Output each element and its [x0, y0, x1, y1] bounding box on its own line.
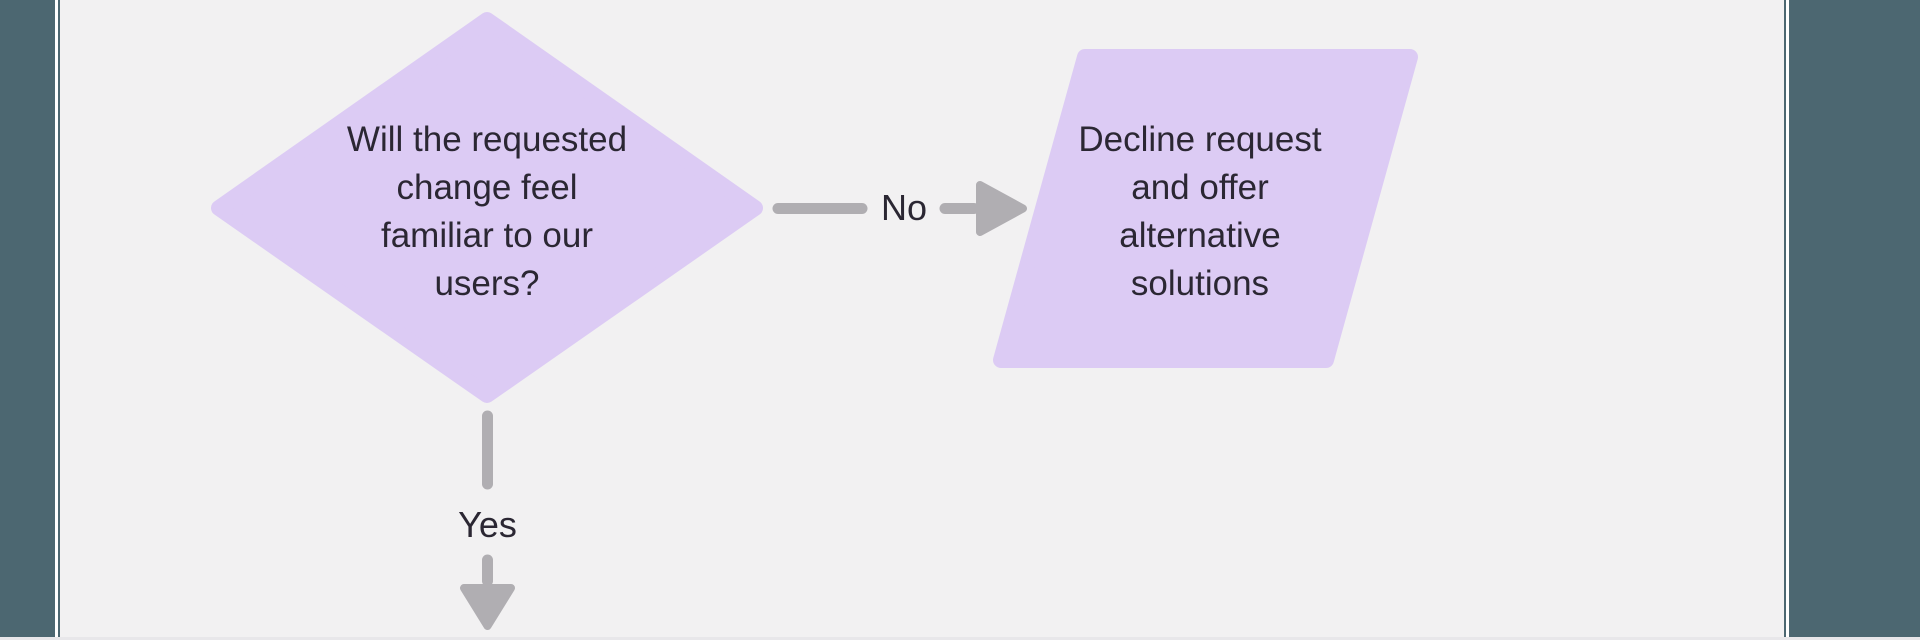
decision-label-line: Will the requested: [346, 120, 628, 159]
right-separator-dark: [1784, 0, 1786, 637]
output-label-line: Decline request: [1078, 120, 1322, 159]
decision-label-line: familiar to our: [380, 216, 594, 255]
right-separator-white: [1786, 0, 1789, 637]
right-backdrop-panel: [1789, 0, 1920, 637]
decision-label-line: users?: [434, 264, 540, 303]
decision-node-label: Will the requested change feel familiar …: [307, 116, 667, 308]
bottom-edge-strip: [0, 637, 1920, 640]
edge-no-connector[interactable]: [772, 181, 1027, 236]
output-label-line: and offer: [1131, 168, 1269, 207]
output-node-label: Decline request and offer alternative so…: [1020, 116, 1380, 308]
left-backdrop-panel: [0, 0, 55, 637]
output-label-line: solutions: [1130, 264, 1270, 303]
decision-node-shape[interactable]: [211, 12, 763, 403]
edge-no-arrowhead-icon: [976, 181, 1027, 236]
edge-yes-arrowhead-icon: [460, 584, 515, 630]
left-separator-white: [55, 0, 58, 637]
edge-yes-label: Yes: [458, 504, 517, 545]
output-node-shape[interactable]: [993, 49, 1418, 368]
edge-no-label: No: [880, 187, 928, 228]
output-label-line: alternative: [1119, 216, 1281, 255]
left-separator-dark: [58, 0, 60, 637]
decision-label-line: change feel: [396, 168, 578, 207]
edge-yes-connector[interactable]: [460, 410, 515, 630]
